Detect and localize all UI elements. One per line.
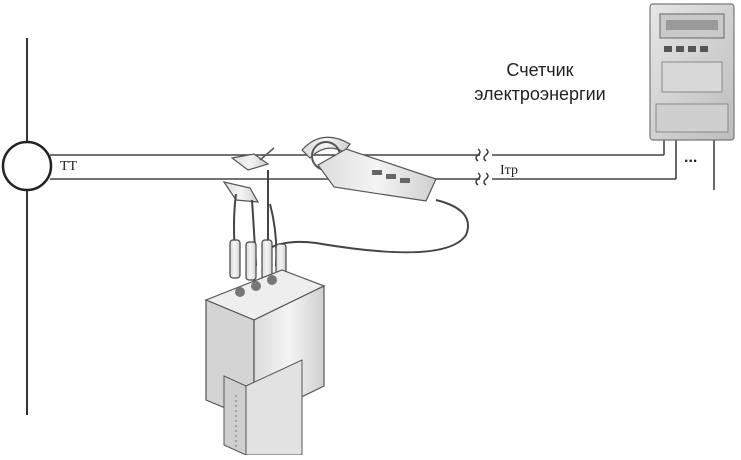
crocodile-clip-top — [230, 147, 275, 171]
meter-label-line2: электроэнергии — [474, 84, 605, 104]
measuring-instrument-icon — [204, 269, 326, 456]
lead-connectors — [229, 239, 287, 283]
clamp-cable — [267, 199, 469, 254]
meter-label-line1: Счетчик — [506, 60, 573, 80]
current-transformer-symbol — [1, 140, 53, 192]
crocodile-clip-bottom — [222, 181, 260, 203]
wire-break-marks — [475, 148, 489, 186]
ct-label: ТТ — [60, 159, 78, 174]
energy-meter-icon — [649, 3, 735, 141]
current-label: Iтр — [500, 163, 518, 178]
continuation-mark: ... — [684, 149, 697, 166]
current-clamp-icon — [301, 136, 437, 202]
